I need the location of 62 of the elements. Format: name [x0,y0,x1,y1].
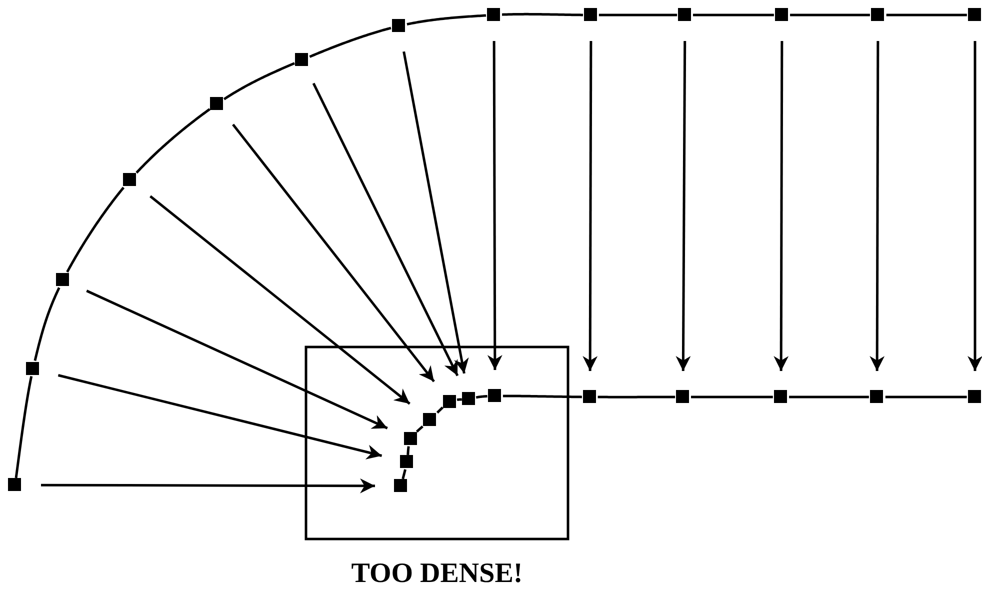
arrow [86,290,388,430]
curve-line [416,425,424,433]
square-marker [968,390,981,403]
square-marker [583,390,596,403]
curve-line [502,394,582,398]
curve-line [502,12,584,16]
square-marker [392,19,405,32]
square-marker [394,479,407,492]
curve-line [598,14,678,16]
curve-line [456,398,463,401]
square-marker [295,53,308,66]
square-marker [584,8,597,21]
arrow [58,374,382,460]
arrow [487,41,502,370]
curve-line [886,14,967,16]
curve-line [885,396,967,398]
square-marker [26,362,39,375]
square-marker [488,389,501,402]
square-marker [487,8,500,21]
square-marker [404,432,417,445]
arrow [676,41,691,371]
square-marker [400,455,413,468]
arrow [41,478,375,494]
arrow [150,195,410,405]
square-marker [443,395,456,408]
square-marker [210,97,223,110]
arrow [968,41,982,371]
curve-line [790,14,870,16]
curve-line [136,108,210,174]
curve-line [14,376,33,478]
curve-line [475,394,488,399]
square-marker [123,173,136,186]
curve-line [406,445,410,456]
arrow [312,82,459,376]
square-marker [871,8,884,21]
curve-line [692,14,774,16]
arrow [870,41,885,371]
curve-line [309,26,392,58]
curve-line [436,406,444,414]
square-marker [56,273,69,286]
curve-line [402,468,406,480]
square-marker [8,478,21,491]
curve-line [789,396,869,398]
square-marker [676,390,689,403]
square-marker [968,8,981,21]
caption-text: TOO DENSE! [351,558,523,590]
square-marker [775,8,788,21]
square-marker [774,390,787,403]
curve-line [691,396,773,398]
square-marker [423,413,436,426]
square-marker [462,392,475,405]
curve-line [34,287,60,361]
square-marker [870,390,883,403]
curve-line [223,62,295,100]
curve-line [598,396,676,398]
curve-line [66,186,125,273]
arrow [232,124,435,382]
arrow [774,41,789,371]
arrow [582,41,598,371]
arrow [402,51,469,374]
square-marker [678,8,691,21]
curve-line [406,14,486,26]
